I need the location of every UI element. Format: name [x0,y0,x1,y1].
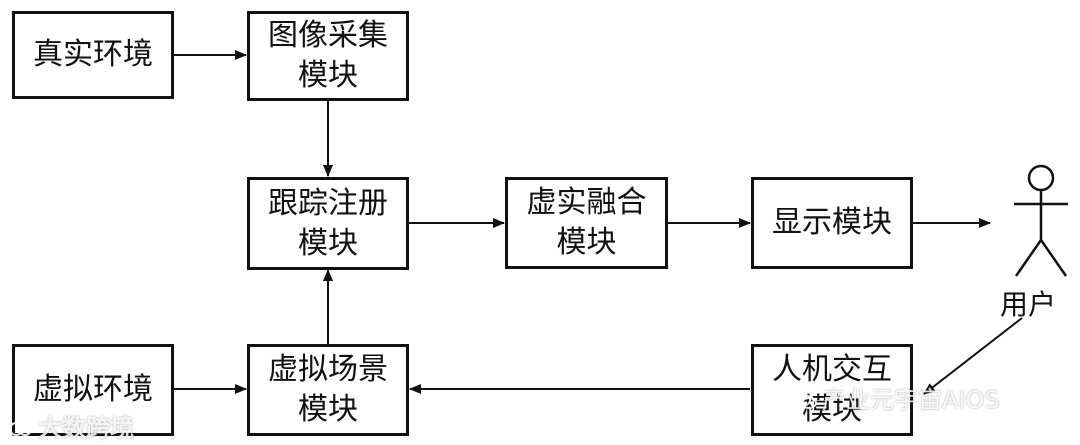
user-label: 用户 [1000,288,1057,321]
wechat-icon [793,393,817,409]
watermark-left: 大数跨境 [8,408,134,443]
watermark-right-text: 产业元宇宙AIOS [822,386,1000,414]
watermark-left-text: 大数跨境 [38,414,134,442]
tracking-registration-module-box: 跟踪注册 模块 [247,177,409,270]
display-module-box: 显示模块 [751,177,913,269]
virtual-environment-box: 虚拟环境 [12,344,174,436]
virtual-scene-module-box: 虚拟场景 模块 [247,344,409,436]
image-capture-module-box: 图像采集 模块 [247,11,409,101]
user-stick-figure-icon [1014,164,1068,277]
human-computer-interaction-module-box: 人机交互 模块 [751,344,913,436]
virtual-real-fusion-module-box: 虚实融合 模块 [505,177,668,269]
watermark-logo-icon [9,422,32,436]
arrow-user-to-interaction [923,317,1023,395]
real-environment-box: 真实环境 [12,11,174,99]
watermark-right: 产业元宇宙AIOS [792,380,1000,415]
